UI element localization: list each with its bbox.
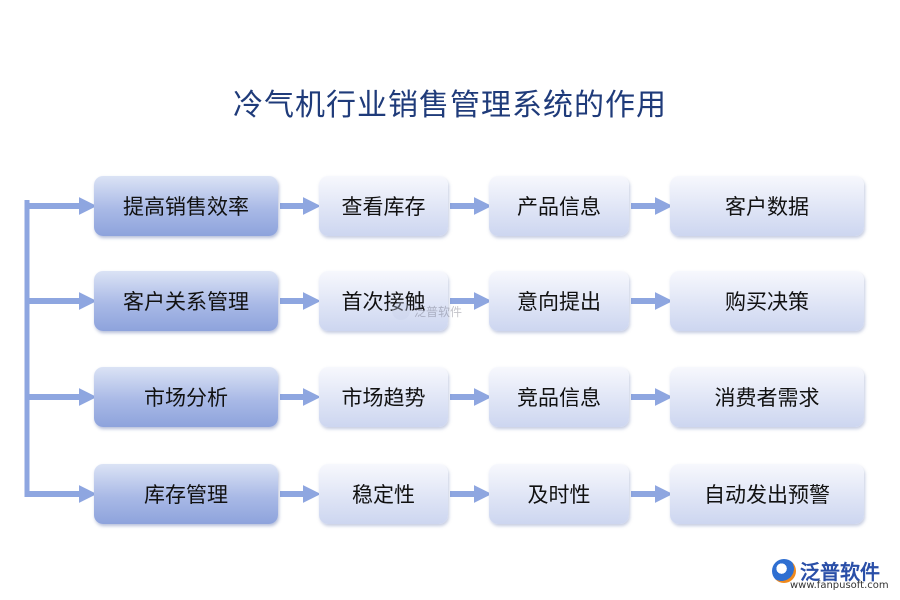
watermark-text: 泛普软件 [414,304,463,319]
diagram-title: 冷气机行业销售管理系统的作用 [233,88,667,123]
node-check-inventory: 查看库存 [319,176,448,236]
main-node-inventory-management: 库存管理 [94,464,278,524]
brand-url: www.fanpusoft.com [790,580,889,591]
node-purchase-decision: 购买决策 [670,271,864,331]
node-auto-alert: 自动发出预警 [670,464,864,524]
node-consumer-demand: 消费者需求 [670,367,864,427]
main-node-customer-relations: 客户关系管理 [94,271,278,331]
node-stability: 稳定性 [319,464,448,524]
watermark-logo-icon [392,302,410,320]
brand-logo-text: 泛普软件 [800,560,880,584]
node-first-contact: 首次接触 [319,271,448,331]
node-customer-data: 客户数据 [670,176,864,236]
node-timeliness: 及时性 [489,464,629,524]
node-product-info: 产品信息 [489,176,629,236]
node-market-trend: 市场趋势 [319,367,448,427]
center-watermark: 泛普软件 [392,302,462,320]
main-node-sales-efficiency: 提高销售效率 [94,176,278,236]
brand-logo: 泛普软件 [772,556,880,585]
node-intent: 意向提出 [489,271,629,331]
brand-logo-icon [772,558,796,583]
main-node-market-analysis: 市场分析 [94,367,278,427]
node-competitor-info: 竞品信息 [489,367,629,427]
